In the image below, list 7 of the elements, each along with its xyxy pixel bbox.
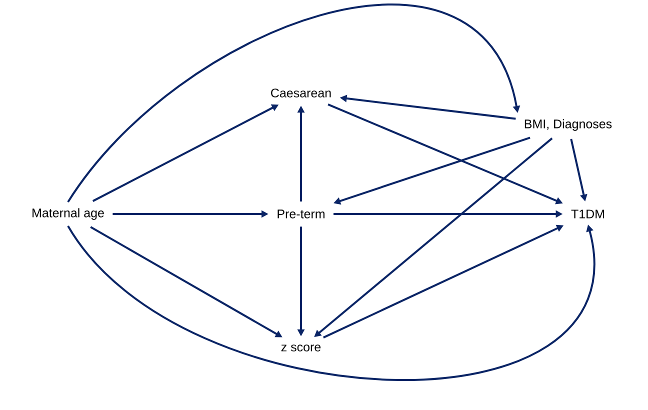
variable-label: z score [281,344,321,352]
arrow [67,4,520,203]
variable-label: BMI, Diagnoses [524,119,612,131]
variable-label: Caesarean [271,88,331,98]
variable-label: Maternal age [32,208,104,220]
variable-label: Pre-term [278,210,324,218]
variable-label: T1DM [571,210,604,218]
